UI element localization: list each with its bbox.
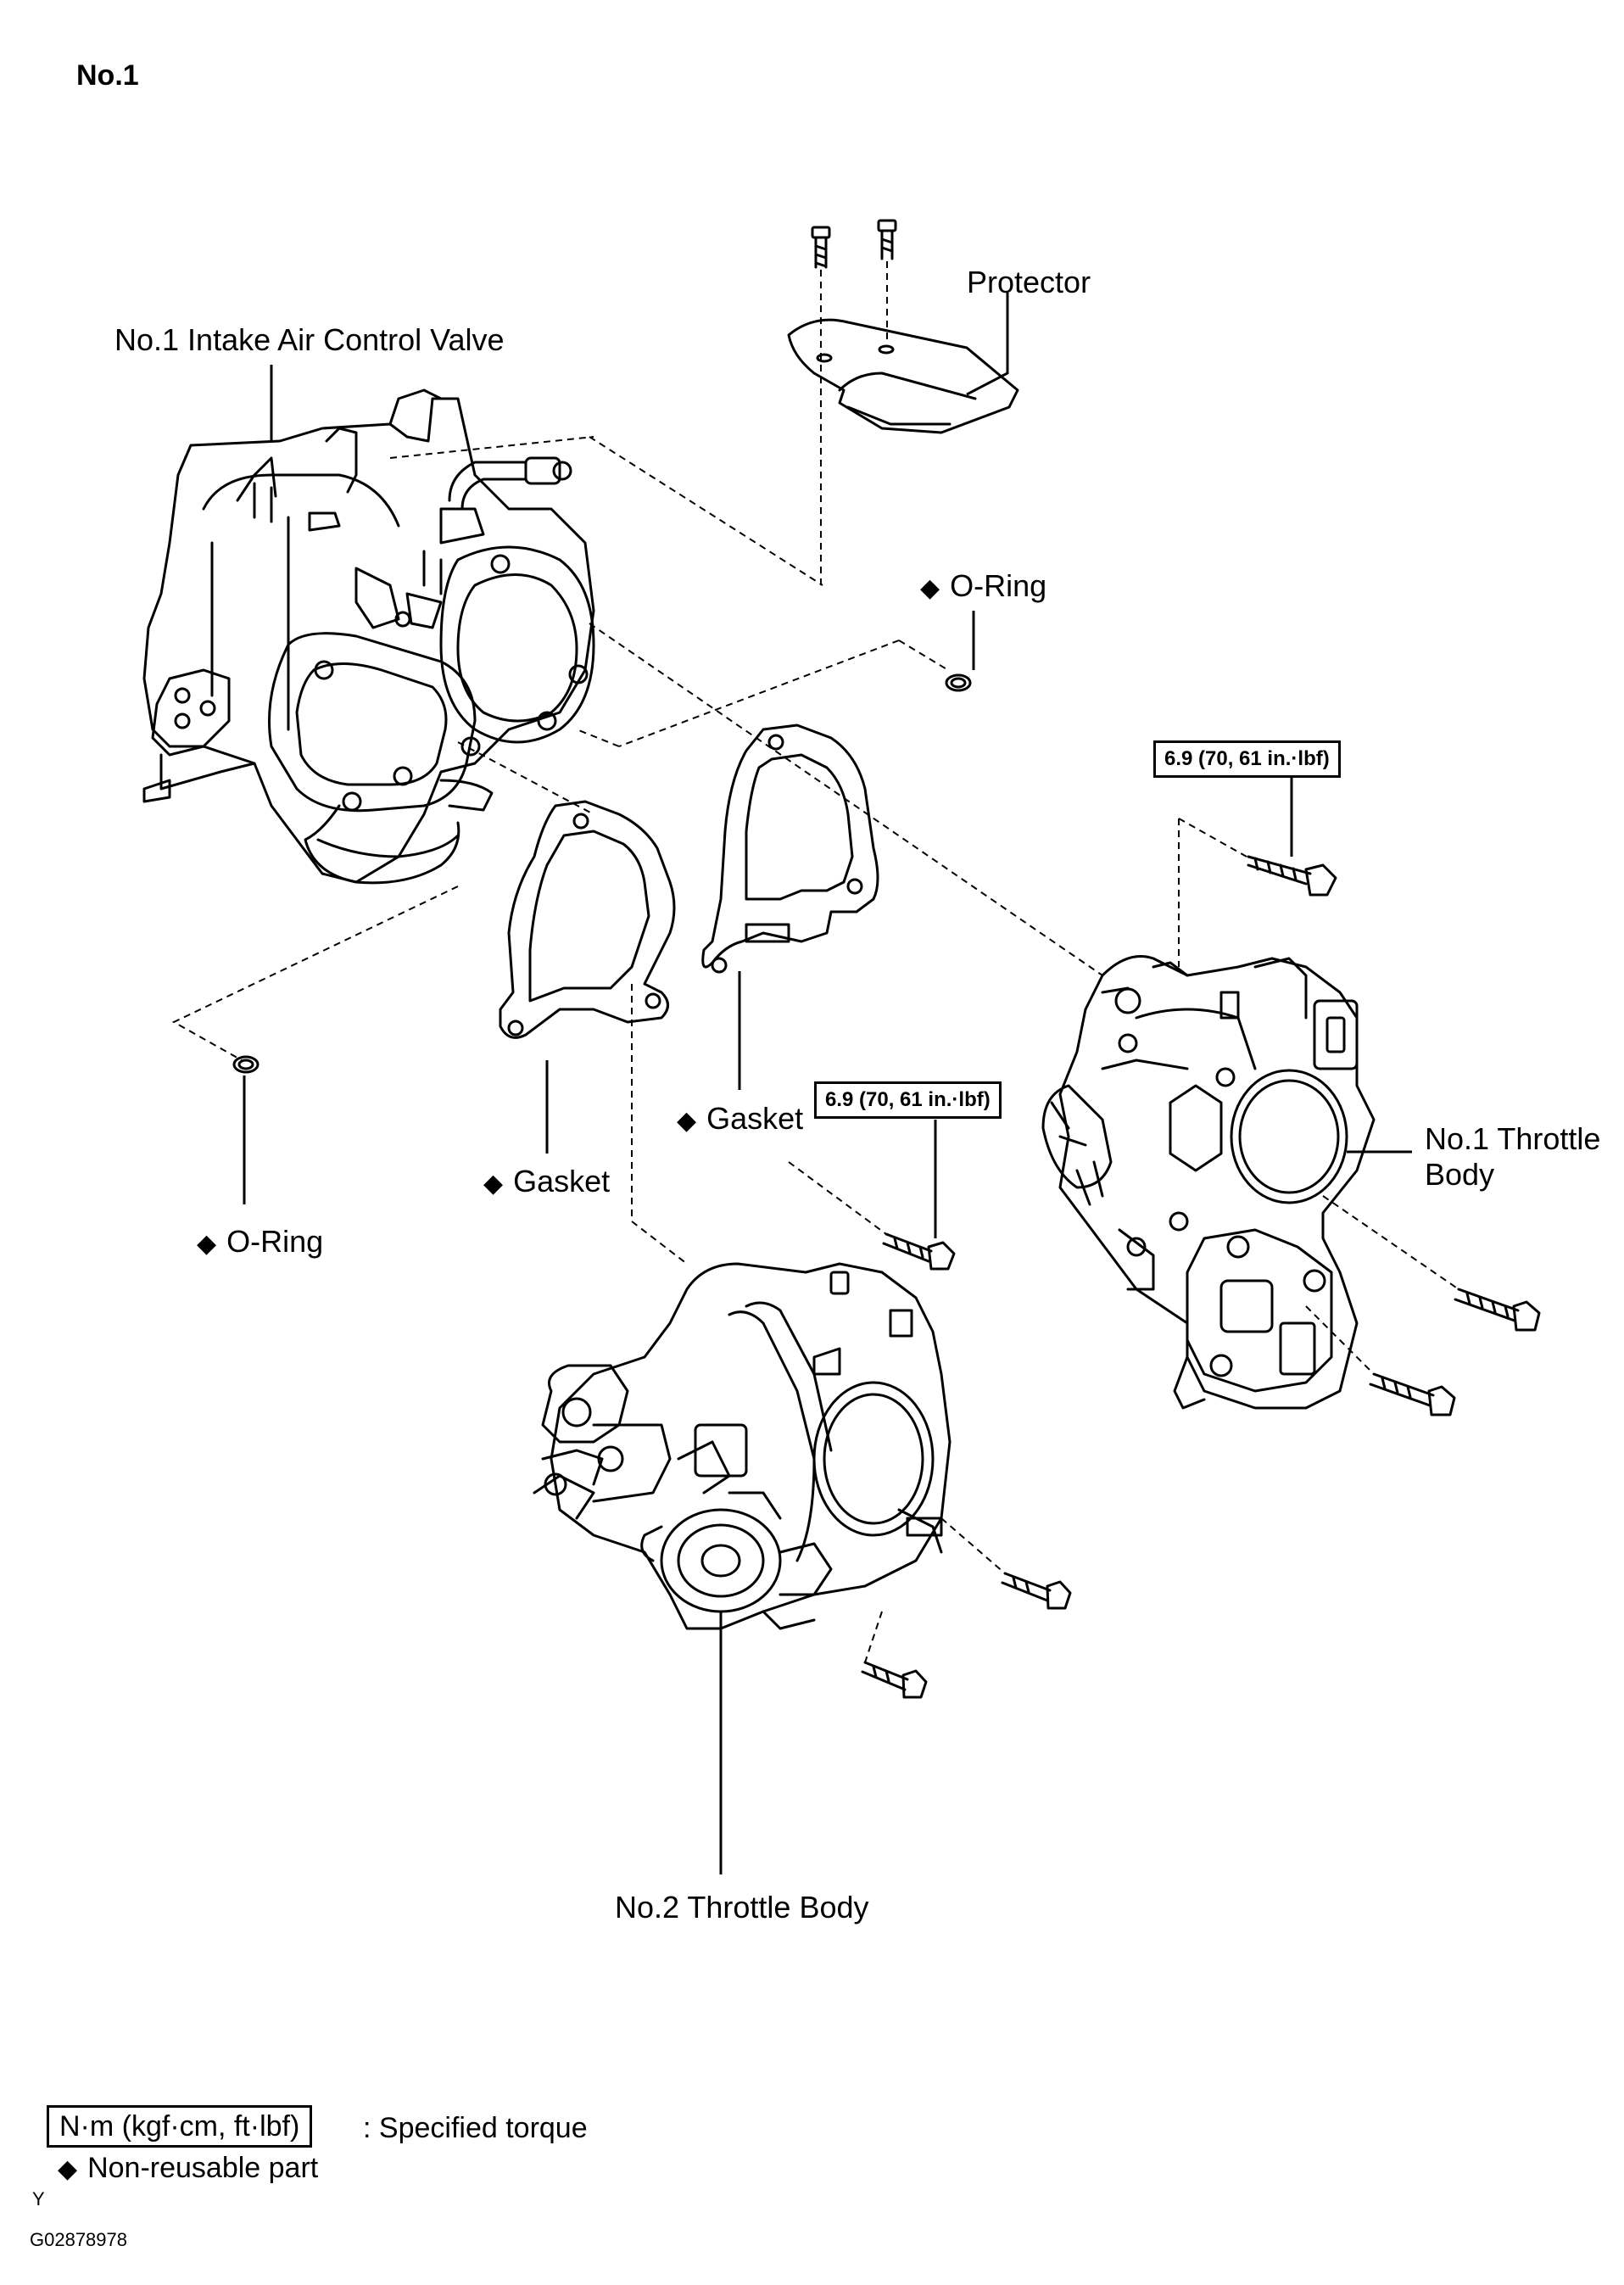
bolt-right-lower	[1369, 1372, 1456, 1416]
legend-torque-desc: : Specified torque	[363, 2112, 588, 2144]
o-ring-upper-part	[945, 673, 972, 692]
legend-torque-unit-box: N·m (kgf·cm, ft·lbf)	[47, 2105, 313, 2148]
gasket-upper-text: Gasket	[706, 1101, 804, 1136]
footer-code-letter: Y	[32, 2188, 45, 2210]
label-protector: Protector	[967, 265, 1091, 299]
label-no1-throttle-line2: Body	[1425, 1157, 1495, 1192]
bolt-lower-mid	[1001, 1572, 1072, 1610]
label-no2-throttle-body: No.2 Throttle Body	[615, 1890, 869, 1925]
label-gasket-upper: ◆ Gasket	[677, 1101, 803, 1139]
bolt-lower-bottom	[861, 1661, 928, 1699]
footer-figure-id: G02878978	[30, 2229, 127, 2250]
bolt-right-upper	[1454, 1288, 1541, 1332]
label-gasket-lower: ◆ Gasket	[483, 1164, 610, 1202]
o-ring-upper-text: O-Ring	[950, 568, 1047, 603]
label-intake-air-control-valve: No.1 Intake Air Control Valve	[114, 322, 505, 357]
o-ring-lower-text: O-Ring	[226, 1224, 324, 1259]
non-reusable-diamond-icon: ◆	[58, 2155, 78, 2183]
torque-box-middle: 6.9 (70, 61 in.·lbf)	[814, 1081, 1002, 1119]
gasket-lower-text: Gasket	[513, 1164, 611, 1198]
non-reusable-diamond-icon: ◆	[483, 1170, 504, 1198]
legend-nonreusable: ◆ Non-reusable part	[58, 2150, 318, 2187]
label-no1-throttle-line1: No.1 Throttle	[1425, 1121, 1601, 1156]
non-reusable-diamond-icon: ◆	[920, 574, 940, 602]
o-ring-lower-part	[232, 1055, 260, 1074]
legend-nonreusable-text: Non-reusable part	[87, 2152, 319, 2184]
bolt-torque-middle	[882, 1232, 956, 1271]
no1-throttle-body-part	[1041, 955, 1376, 1410]
page-title: No.1	[76, 59, 139, 92]
non-reusable-diamond-icon: ◆	[197, 1230, 217, 1258]
gasket-lower-part	[499, 800, 676, 1039]
label-o-ring-lower: ◆ O-Ring	[197, 1224, 323, 1262]
intake-air-control-valve-part	[142, 388, 595, 885]
torque-box-upper: 6.9 (70, 61 in.·lbf)	[1153, 740, 1341, 778]
label-no1-throttle-body: No.1 Throttle Body	[1425, 1121, 1600, 1193]
bolt-torque-upper	[1247, 855, 1337, 897]
gasket-upper-part	[701, 723, 879, 974]
non-reusable-diamond-icon: ◆	[677, 1107, 697, 1135]
label-o-ring-upper: ◆ O-Ring	[920, 568, 1046, 606]
protector-part	[787, 219, 1019, 434]
no2-throttle-body-part	[533, 1262, 952, 1630]
